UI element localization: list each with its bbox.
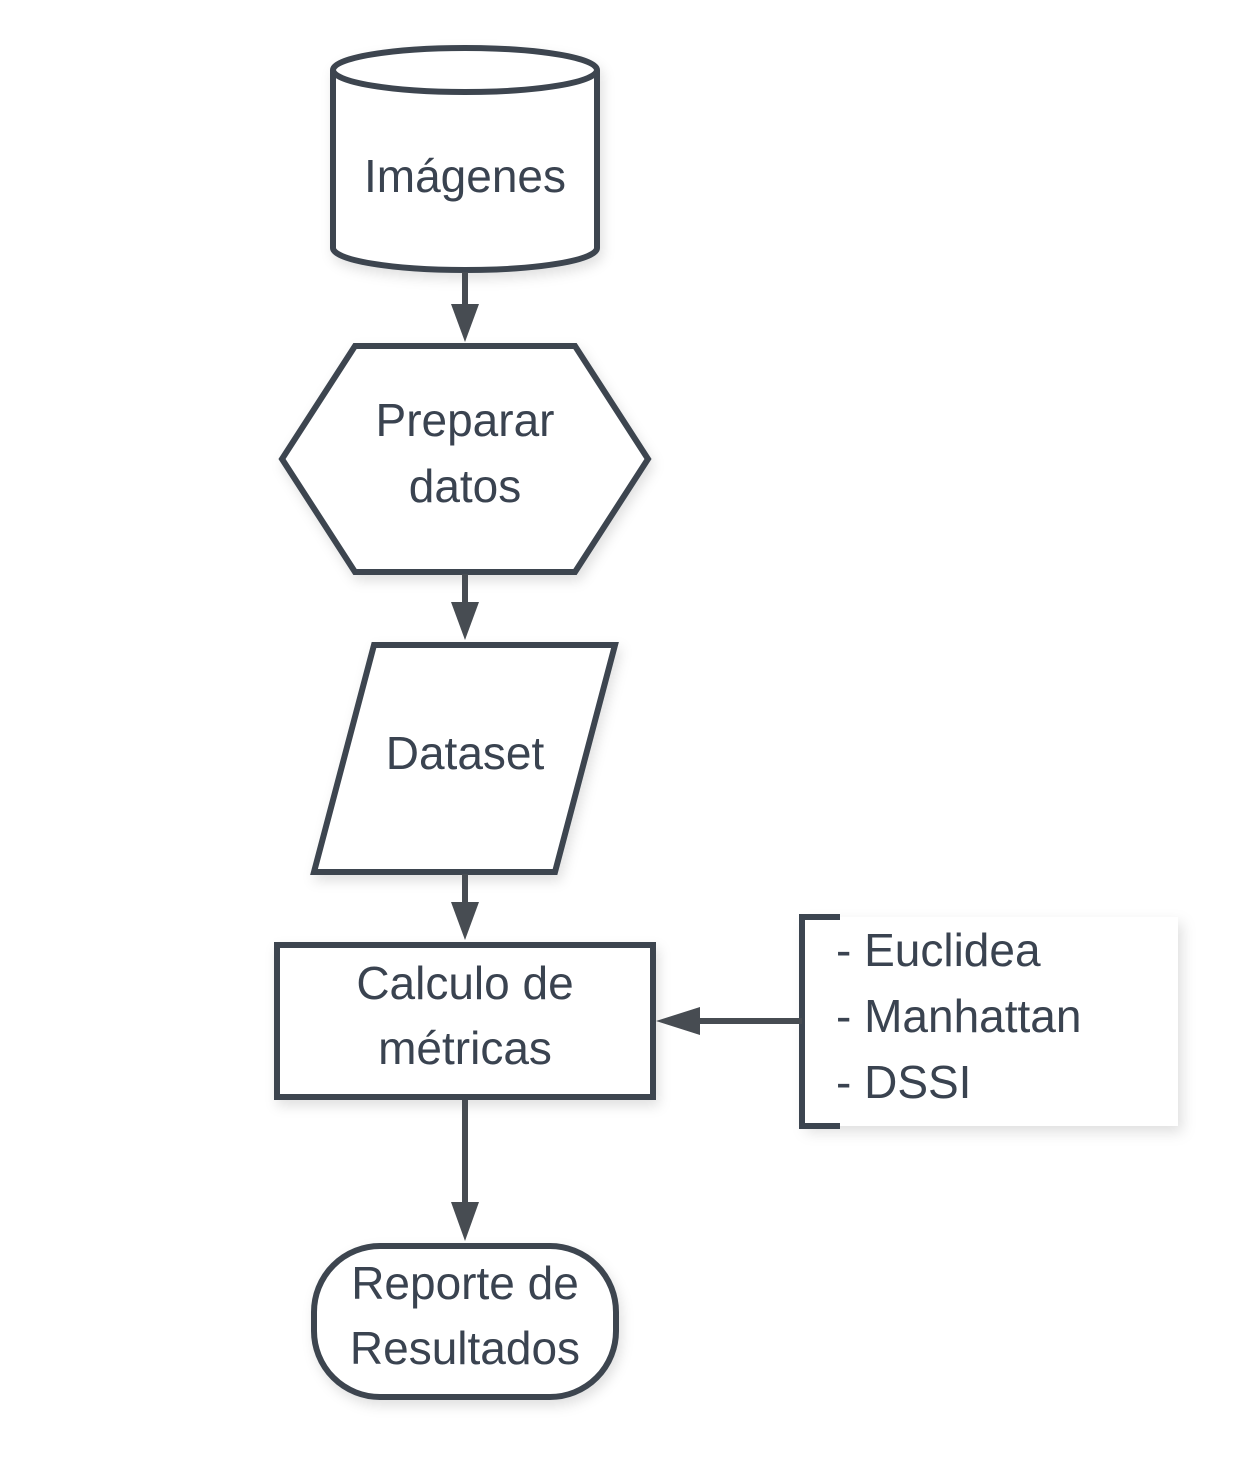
dataset-node[interactable]: [310, 642, 619, 875]
metrics-label-line1: Calculo de: [356, 957, 573, 1009]
connector-metrics-to-report: [451, 1100, 479, 1241]
images-label: Imágenes: [364, 150, 566, 202]
annotation-item-euclidea: - Euclidea: [836, 924, 1041, 976]
images-database-node[interactable]: [330, 45, 600, 273]
connector-annotation-to-metrics: [656, 1007, 802, 1035]
annotation-background: [802, 917, 1178, 1126]
report-results-node[interactable]: [311, 1243, 619, 1400]
arrowhead: [451, 304, 479, 342]
connector-prepare-to-dataset: [451, 574, 479, 640]
dataset-parallelogram: [310, 642, 619, 875]
metrics-rectangle: [274, 942, 656, 1100]
images-cylinder-top: [330, 45, 600, 95]
connector-dataset-to-metrics: [451, 874, 479, 940]
dataset-label: Dataset: [386, 727, 545, 779]
annotation-item-manhattan: - Manhattan: [836, 990, 1081, 1042]
arrowhead: [656, 1007, 700, 1035]
images-cylinder-body: [330, 70, 600, 273]
prepare-data-node[interactable]: [278, 343, 652, 575]
connector-images-to-prepare: [451, 272, 479, 342]
metrics-calculation-node[interactable]: [274, 942, 656, 1100]
arrowhead: [451, 602, 479, 640]
arrowhead: [451, 902, 479, 940]
report-label-line1: Reporte de: [351, 1257, 579, 1309]
prepare-hexagon: [278, 343, 652, 575]
metrics-annotation[interactable]: - Euclidea - Manhattan - DSSI: [799, 914, 1178, 1129]
prepare-label-line1: Preparar: [376, 394, 555, 446]
annotation-item-dssi: - DSSI: [836, 1056, 971, 1108]
report-label-line2: Resultados: [350, 1322, 580, 1374]
prepare-label-line2: datos: [409, 460, 522, 512]
metrics-label-line2: métricas: [378, 1022, 552, 1074]
arrowhead: [451, 1202, 479, 1241]
report-terminal: [311, 1243, 619, 1400]
